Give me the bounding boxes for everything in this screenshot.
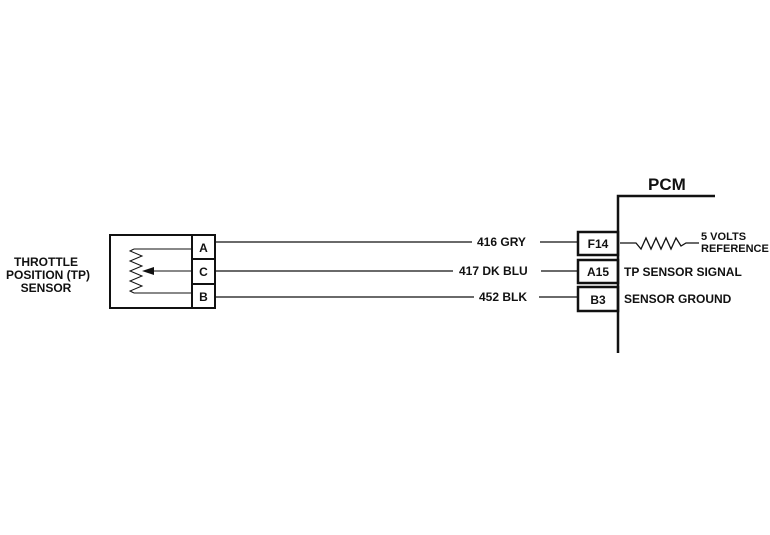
sensor-label: THROTTLE POSITION (TP) SENSOR xyxy=(6,255,90,295)
circuit-sensor-ground: SENSOR GROUND xyxy=(624,292,732,306)
sensor-pin-c: C xyxy=(199,265,208,279)
circuit-tp-sensor-signal: TP SENSOR SIGNAL xyxy=(624,265,742,279)
wire-label-416-gry: 416 GRY xyxy=(477,235,526,249)
wire-label-417-dk-blu: 417 DK BLU xyxy=(459,264,528,278)
potentiometer-icon xyxy=(128,248,144,294)
sensor-pin-a: A xyxy=(199,241,208,255)
sensor-label-line: POSITION (TP) xyxy=(6,268,90,282)
wiper-arrow-icon xyxy=(142,267,154,275)
sensor-label-line: SENSOR xyxy=(20,281,72,295)
circuit-5v-reference: 5 VOLTS REFERENCE xyxy=(701,231,769,255)
wire-label-452-blk: 452 BLK xyxy=(479,290,528,304)
pcm-pin-f14 xyxy=(576,230,620,257)
pcm-title: PCM xyxy=(648,175,686,194)
pcm-pin-label: F14 xyxy=(587,237,609,251)
circuit-label-line: 5 VOLTS xyxy=(701,231,747,243)
sensor-pin-b: B xyxy=(199,290,208,304)
pcm-pin-b3 xyxy=(576,285,620,313)
pcm-pin-a15 xyxy=(576,258,620,285)
resistor-icon xyxy=(620,236,699,251)
sensor-label-line: THROTTLE xyxy=(14,255,78,269)
pcm-pin-label: B3 xyxy=(590,293,606,307)
pcm-pin-label: A15 xyxy=(586,265,609,279)
circuit-label-line: REFERENCE xyxy=(701,243,769,255)
